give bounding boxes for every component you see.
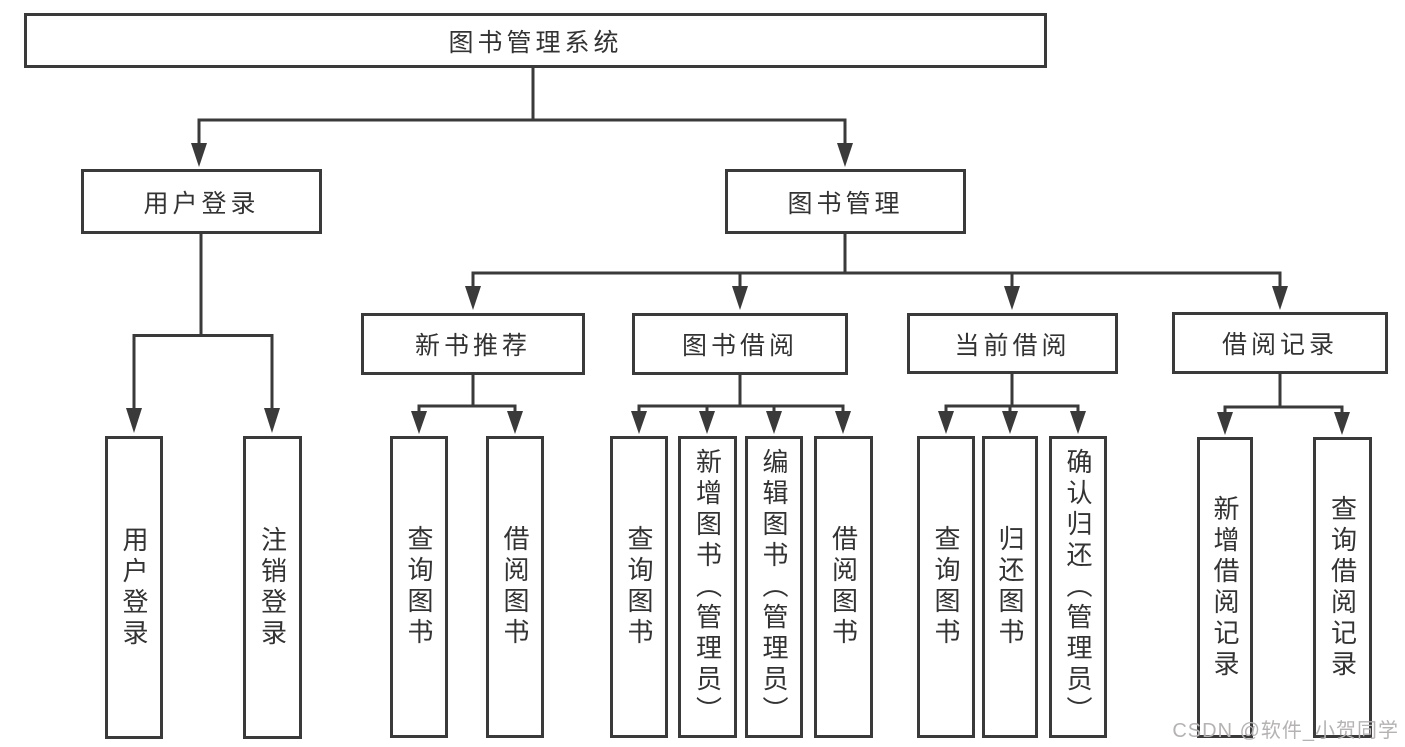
node-current-borrow: 当前借阅 — [907, 313, 1118, 374]
node-user-login: 用户登录 — [81, 169, 322, 234]
node-root: 图书管理系统 — [24, 13, 1047, 68]
leaf-edit-book-admin: 编辑图书（管理员） — [745, 436, 803, 738]
leaf-add-borrow-record: 新增借阅记录 — [1197, 437, 1253, 738]
leaf-borrow-books-recommend: 借阅图书 — [486, 436, 544, 738]
leaf-query-books-borrow: 查询图书 — [610, 436, 668, 738]
leaf-borrow-books: 借阅图书 — [814, 436, 873, 738]
leaf-query-borrow-record: 查询借阅记录 — [1313, 437, 1372, 738]
node-book-management: 图书管理 — [725, 169, 966, 234]
node-borrow-records: 借阅记录 — [1172, 312, 1388, 374]
leaf-confirm-return-admin: 确认归还（管理员） — [1049, 436, 1107, 738]
leaf-query-books-recommend: 查询图书 — [390, 436, 448, 738]
leaf-user-login: 用户登录 — [105, 436, 163, 739]
node-new-book-recommend: 新书推荐 — [361, 313, 585, 375]
leaf-query-books-current: 查询图书 — [917, 436, 975, 738]
node-book-borrow: 图书借阅 — [632, 313, 848, 375]
leaf-logout: 注销登录 — [243, 436, 302, 739]
leaf-return-book: 归还图书 — [982, 436, 1038, 738]
arrowheads — [126, 143, 1350, 435]
csdn-watermark: CSDN @软件_小贺同学 — [1172, 720, 1399, 742]
leaf-add-book-admin: 新增图书（管理员） — [678, 436, 737, 738]
